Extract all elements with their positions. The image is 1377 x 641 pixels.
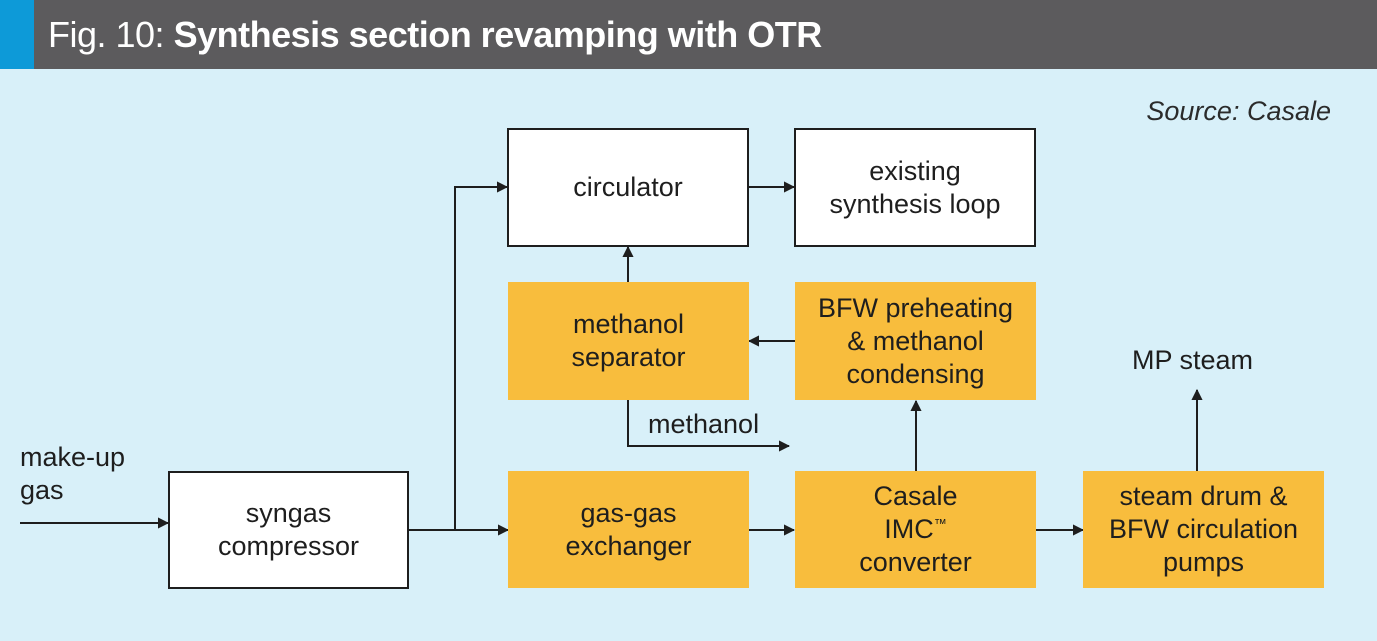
circulator-box: circulator [507, 128, 749, 247]
steam-drum-box: steam drum & BFW circulation pumps [1083, 471, 1324, 588]
figure-header: Fig. 10: Synthesis section revamping wit… [0, 0, 1377, 69]
methanol-product-label: methanol [648, 409, 760, 439]
figure-number: Fig. 10: [48, 14, 165, 55]
existing-synthesis-loop-box: existing synthesis loop [794, 128, 1036, 247]
converter-imc: IMC [884, 514, 934, 544]
converter-label-line3: converter [859, 547, 972, 577]
methanol-separator-box: methanol separator [508, 282, 749, 400]
source-credit: Source: Casale [1146, 96, 1331, 126]
arrow-compressor-to-circulator [454, 181, 509, 530]
figure-title-text: Synthesis section revamping with OTR [173, 14, 823, 55]
arrow-methanol-out [627, 400, 791, 452]
syngas-compressor-box: syngas compressor [168, 471, 409, 589]
casale-imc-converter-box: Casale IMC™ converter [795, 471, 1036, 588]
mp-steam-label: MP steam [1132, 345, 1254, 375]
bfw-preheating-box: BFW preheating & methanol condensing [795, 282, 1036, 400]
trademark-symbol: ™ [933, 516, 947, 531]
converter-label-line2: IMC™ [884, 513, 947, 546]
figure-title: Fig. 10: Synthesis section revamping wit… [48, 0, 822, 69]
makeup-gas-label: make-up gas [20, 442, 126, 505]
converter-label-line1: Casale [873, 481, 958, 511]
header-accent-bar [0, 0, 34, 69]
gas-gas-exchanger-box: gas-gas exchanger [508, 471, 749, 588]
